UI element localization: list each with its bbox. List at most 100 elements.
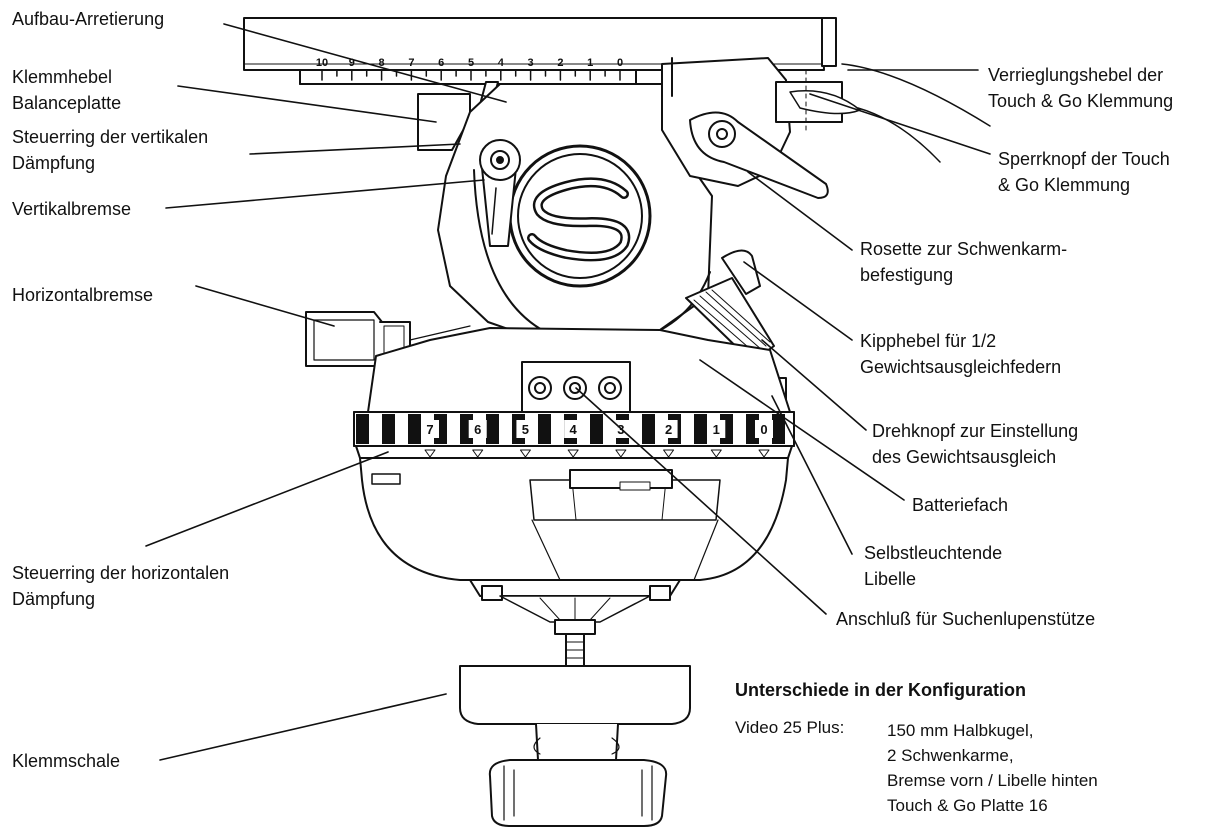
ring-scale-number: 6 bbox=[474, 422, 481, 437]
ring-scale-block bbox=[642, 414, 655, 444]
ring-number-plate bbox=[421, 420, 439, 438]
ring-scale-block bbox=[590, 414, 603, 444]
label-lock-button-line2: & Go Klemmung bbox=[998, 175, 1131, 195]
leader-rosette bbox=[747, 171, 853, 251]
ring-scale-marker bbox=[472, 449, 484, 458]
counterbalance-tilt-lever bbox=[721, 249, 761, 295]
balance-plate bbox=[243, 17, 837, 85]
label-level-line1: Selbstleuchtende bbox=[864, 543, 1003, 563]
label-counterbalance-lever-line2: Gewichtsausgleichfedern bbox=[860, 357, 1062, 377]
pan-body bbox=[367, 327, 791, 413]
leader-lines bbox=[145, 23, 991, 761]
pan-arm-rosette bbox=[689, 111, 829, 199]
top-scale-number: 5 bbox=[468, 57, 474, 69]
ring-scale-marker bbox=[710, 449, 722, 458]
ring-scale-marker bbox=[663, 449, 675, 458]
leader-steuerring-h bbox=[145, 451, 389, 547]
threaded-stud bbox=[554, 619, 596, 667]
ring-scale-number: 7 bbox=[426, 422, 433, 437]
ring-scale-number: 0 bbox=[760, 422, 767, 437]
ring-number-plate bbox=[468, 420, 487, 438]
config-line: 2 Schwenkarme, bbox=[887, 746, 1014, 765]
label-clamp-bowl: Klemmschale bbox=[12, 751, 121, 771]
label-setup-lock: Aufbau-Arretierung bbox=[12, 9, 165, 29]
ring-scale-block bbox=[694, 414, 707, 444]
label-viewfinder-support: Anschluß für Suchenlupenstütze bbox=[836, 609, 1096, 629]
top-scale-ticks bbox=[321, 69, 621, 81]
ring-scale-block bbox=[486, 414, 499, 444]
ring-number-plate bbox=[564, 420, 583, 438]
label-vertical-brake: Vertikalbremse bbox=[12, 199, 132, 219]
leader-sperrknopf bbox=[809, 93, 991, 155]
leader-drehknopf bbox=[761, 339, 867, 431]
top-scale-number: 10 bbox=[316, 57, 328, 69]
leader-vertikalbremse bbox=[165, 179, 485, 209]
ring-scale-number: 4 bbox=[570, 422, 578, 437]
config-line: Touch & Go Platte 16 bbox=[887, 796, 1048, 815]
ring-scale-marker bbox=[424, 449, 436, 458]
top-scale-number: 0 bbox=[617, 57, 623, 69]
label-locking-lever-line1: Verrieglungshebel der bbox=[988, 65, 1164, 85]
ring-number-plate bbox=[755, 420, 773, 438]
label-lock-button-line1: Sperrknopf der Touch bbox=[998, 149, 1170, 169]
ring-scale-number: 2 bbox=[665, 422, 672, 437]
half-ball-housing bbox=[359, 457, 789, 581]
top-scale-number: 9 bbox=[349, 57, 355, 69]
leader-steuerring-v bbox=[249, 143, 461, 155]
top-scale-number: 4 bbox=[498, 57, 505, 69]
ring-scale-marker bbox=[758, 449, 770, 458]
label-battery-compartment: Batteriefach bbox=[912, 495, 1009, 515]
top-scale-number: 3 bbox=[528, 57, 534, 69]
config-line: Bremse vorn / Libelle hinten bbox=[887, 771, 1098, 790]
ring-scale-block bbox=[772, 414, 785, 444]
sachtler-logo bbox=[508, 144, 652, 288]
label-horizontal-drag-line1: Steuerring der horizontalen bbox=[12, 563, 230, 583]
ring-number-plate bbox=[516, 420, 535, 438]
ring-scale-number: 5 bbox=[522, 422, 529, 437]
leader-horizontalbremse bbox=[195, 285, 335, 327]
label-rosette-line1: Rosette zur Schwenkarm- bbox=[860, 239, 1068, 259]
config-line: 150 mm Halbkugel, bbox=[887, 721, 1034, 740]
top-scale-number: 2 bbox=[557, 57, 563, 69]
ring-scale-block bbox=[408, 414, 421, 444]
config-model: Video 25 Plus: bbox=[735, 718, 845, 737]
label-counterbalance-knob-line1: Drehknopf zur Einstellung bbox=[872, 421, 1079, 441]
label-counterbalance-lever-line1: Kipphebel für 1/2 bbox=[860, 331, 997, 351]
label-counterbalance-knob-line2: des Gewichtsausgleich bbox=[872, 447, 1057, 467]
leader-kipphebel bbox=[743, 261, 853, 341]
top-scale-number: 8 bbox=[379, 57, 385, 69]
ring-scale-marker bbox=[519, 449, 531, 458]
leader-batteriefach bbox=[699, 359, 905, 501]
leader-libelle bbox=[771, 395, 853, 555]
label-vertical-drag-line1: Steuerring der vertikalen bbox=[12, 127, 209, 147]
ring-number-plate bbox=[659, 420, 678, 438]
label-horizontal-brake: Horizontalbremse bbox=[12, 285, 154, 305]
ring-scale-number: 1 bbox=[713, 422, 720, 437]
label-clamp-lever-line2: Balanceplatte bbox=[12, 93, 122, 113]
ring-scale-block bbox=[382, 414, 395, 444]
clamp-bowl bbox=[459, 665, 691, 827]
ring-scale-markers bbox=[424, 449, 770, 458]
ring-scale-block bbox=[356, 414, 369, 444]
label-rosette-line2: befestigung bbox=[860, 265, 954, 285]
ring-number-plate bbox=[707, 420, 726, 438]
top-scale-number: 1 bbox=[587, 57, 593, 69]
counterbalance-knob bbox=[685, 277, 775, 363]
ball-base bbox=[469, 579, 681, 623]
config-title: Unterschiede in der Konfiguration bbox=[735, 680, 1027, 700]
label-locking-lever-line2: Touch & Go Klemmung bbox=[988, 91, 1174, 111]
leader-aufbau bbox=[223, 23, 507, 103]
top-scale-number: 6 bbox=[438, 57, 444, 69]
label-level-line2: Libelle bbox=[864, 569, 917, 589]
top-scale-number: 7 bbox=[408, 57, 414, 69]
leader-klemmhebel bbox=[177, 85, 437, 123]
label-horizontal-drag-line2: Dämpfung bbox=[12, 589, 96, 609]
ring-scale-marker bbox=[567, 449, 579, 458]
ring-scale-marker bbox=[615, 449, 627, 458]
leader-klemmschale bbox=[159, 693, 447, 761]
vertical-brake bbox=[479, 139, 521, 247]
label-vertical-drag-line2: Dämpfung bbox=[12, 153, 96, 173]
